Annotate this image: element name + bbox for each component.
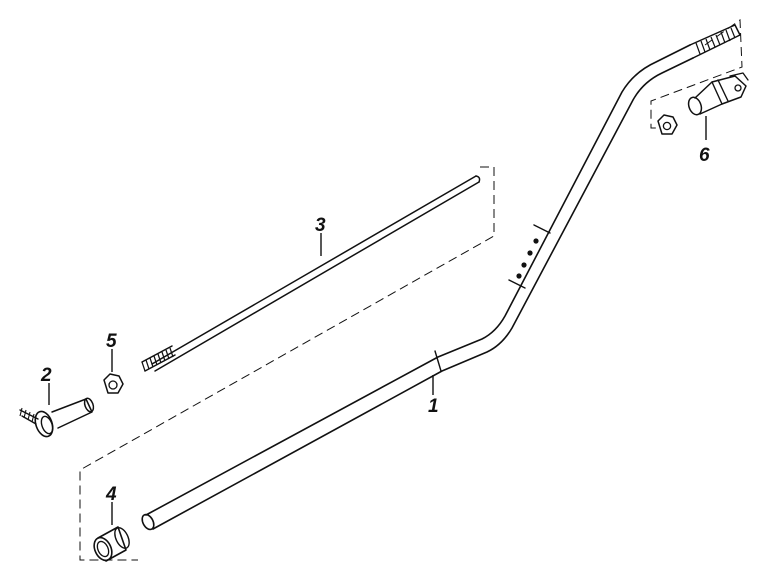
callout-4: 4	[105, 484, 117, 505]
assembly-lines	[79, 19, 743, 561]
callout-6: 6	[699, 145, 710, 166]
part-5-hex-nut	[103, 373, 124, 394]
part-1-shift-rod	[141, 24, 741, 531]
callout-2: 2	[40, 365, 52, 386]
callout-3: 3	[315, 215, 326, 236]
callout-1: 1	[428, 396, 439, 417]
part-2-ball-joint	[19, 397, 95, 438]
leader-lines	[48, 116, 707, 525]
part-3-threaded-rod	[141, 175, 481, 372]
callout-5: 5	[106, 331, 117, 352]
part-6-clevis	[657, 72, 749, 135]
part-4-bushing	[93, 526, 130, 562]
